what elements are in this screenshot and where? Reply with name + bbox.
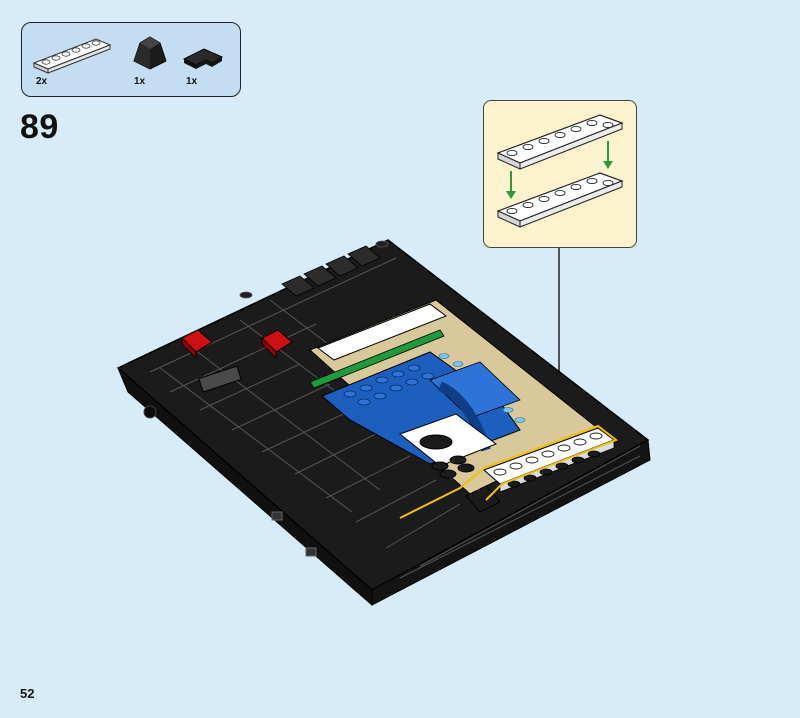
- black-corner-plate-icon: [182, 48, 224, 69]
- green-arrow-icon: [506, 141, 613, 199]
- red-slope-bricks: [181, 329, 293, 359]
- yellow-highlight-outline: [399, 424, 619, 519]
- page-number: 52: [20, 686, 35, 701]
- step-number: 89: [20, 108, 59, 146]
- inner-cavity: [309, 299, 601, 495]
- bottom-plate-icon: [496, 172, 624, 228]
- sub-assembly-diagram: [496, 114, 624, 228]
- part-qty-white-plate: 2x: [36, 76, 48, 87]
- new-white-plate: [465, 427, 616, 513]
- part-qty-slope: 1x: [134, 76, 146, 87]
- white-plate-icon: [32, 38, 112, 74]
- part-qty-corner-plate: 1x: [186, 76, 198, 87]
- black-slope-icon: [133, 36, 167, 70]
- sub-assembly-callout: [483, 100, 637, 248]
- top-plate-icon: [496, 114, 624, 170]
- parts-list-callout: 2x 1x 1x: [21, 22, 241, 97]
